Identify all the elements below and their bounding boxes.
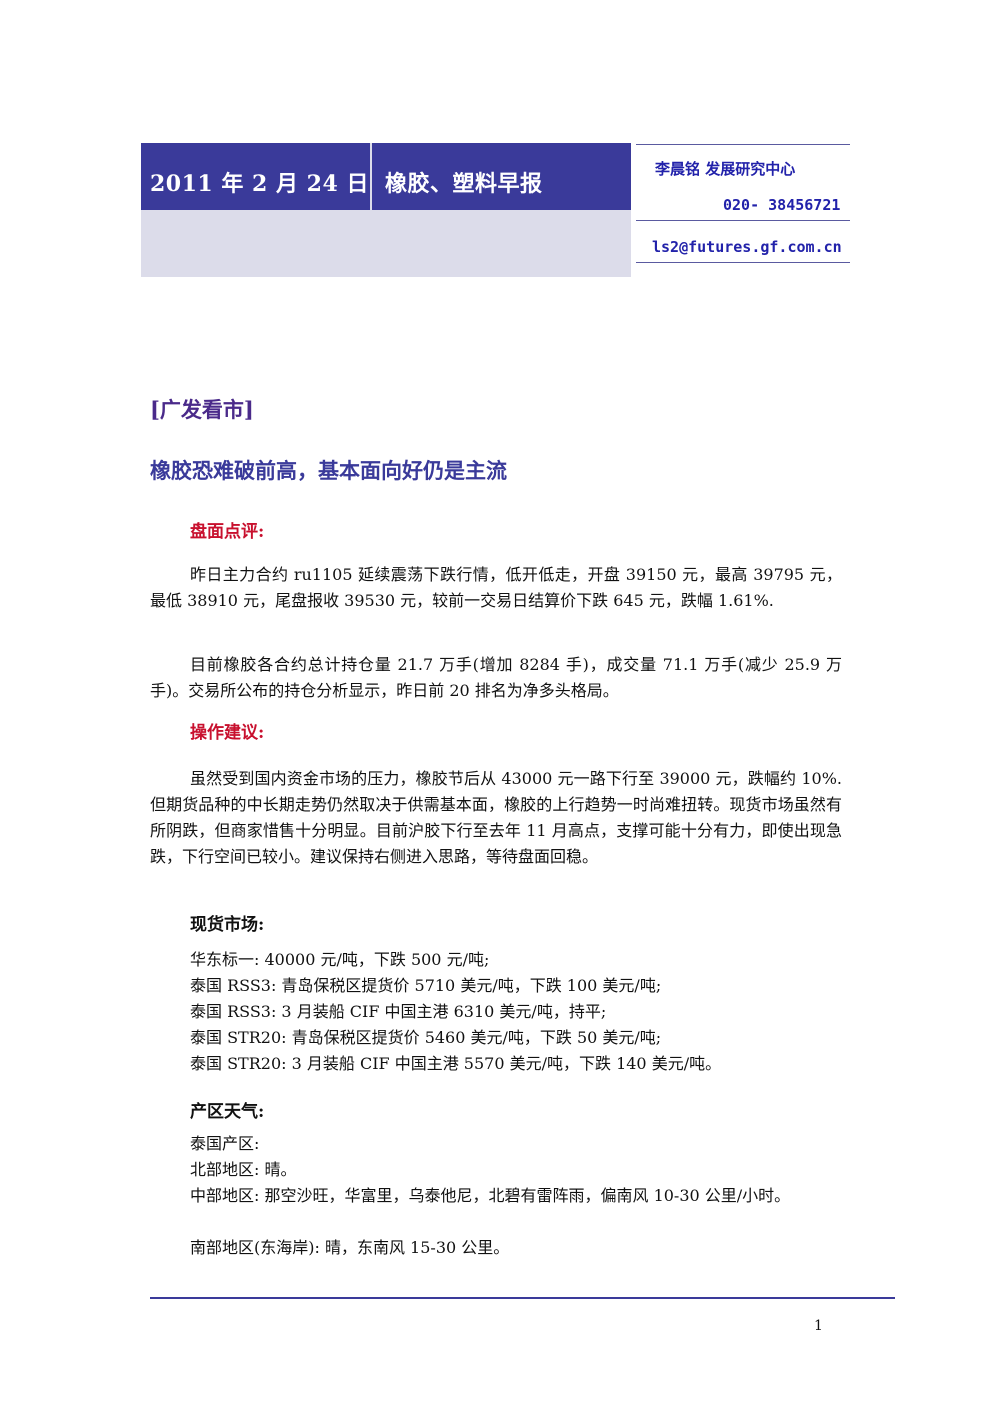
header-banner-divider bbox=[370, 143, 372, 210]
spot-market-line: 华东标一: 40000 元/吨，下跌 500 元/吨; bbox=[190, 950, 490, 969]
spot-market-line: 泰国 STR20: 3 月装船 CIF 中国主港 5570 美元/吨，下跌 14… bbox=[190, 1054, 722, 1073]
header-banner-title-bar bbox=[141, 143, 631, 210]
spot-market-heading: 现货市场: bbox=[190, 915, 265, 935]
weather-region: 泰国产区: bbox=[190, 1134, 260, 1153]
report-date: 2011 年 2 月 24 日 bbox=[150, 171, 369, 197]
weather-central: 中部地区: 那空沙旺，华富里，乌泰他尼，北碧有雷阵雨，偏南风 10-30 公里/… bbox=[190, 1186, 791, 1205]
weather-north: 北部地区: 晴。 bbox=[190, 1160, 297, 1179]
spot-market-line: 泰国 STR20: 青岛保税区提货价 5460 美元/吨，下跌 50 美元/吨; bbox=[190, 1028, 662, 1047]
advice-heading: 操作建议: bbox=[190, 723, 265, 743]
article-headline: 橡胶恐难破前高，基本面向好仍是主流 bbox=[150, 458, 507, 483]
page-number: 1 bbox=[814, 1318, 823, 1334]
contact-mid-rule bbox=[636, 220, 850, 221]
footer-rule bbox=[150, 1297, 895, 1299]
market-review-heading: 盘面点评: bbox=[190, 522, 265, 542]
market-review-paragraph-2: 目前橡胶各合约总计持仓量 21.7 万手(增加 8284 手)，成交量 71.1… bbox=[150, 655, 842, 700]
advice-paragraph: 虽然受到国内资金市场的压力，橡胶节后从 43000 元一路下行至 39000 元… bbox=[150, 769, 842, 866]
contact-phone: 020- 38456721 bbox=[723, 196, 841, 214]
contact-top-rule bbox=[636, 144, 850, 145]
contact-bottom-rule bbox=[636, 262, 850, 263]
report-title: 橡胶、塑料早报 bbox=[385, 171, 543, 197]
section-tag: [广发看市] bbox=[150, 397, 254, 422]
weather-heading: 产区天气: bbox=[190, 1102, 265, 1122]
weather-south: 南部地区(东海岸): 晴，东南风 15-30 公里。 bbox=[190, 1238, 510, 1257]
spot-market-line: 泰国 RSS3: 3 月装船 CIF 中国主港 6310 美元/吨，持平; bbox=[190, 1002, 607, 1021]
contact-email[interactable]: ls2@futures.gf.com.cn bbox=[652, 238, 842, 256]
spot-market-line: 泰国 RSS3: 青岛保税区提货价 5710 美元/吨，下跌 100 美元/吨; bbox=[190, 976, 662, 995]
contact-block bbox=[636, 145, 850, 263]
market-review-paragraph-1: 昨日主力合约 ru1105 延续震荡下跌行情，低开低走，开盘 39150 元，最… bbox=[150, 565, 842, 610]
author-department: 李晨铭 发展研究中心 bbox=[655, 160, 796, 178]
